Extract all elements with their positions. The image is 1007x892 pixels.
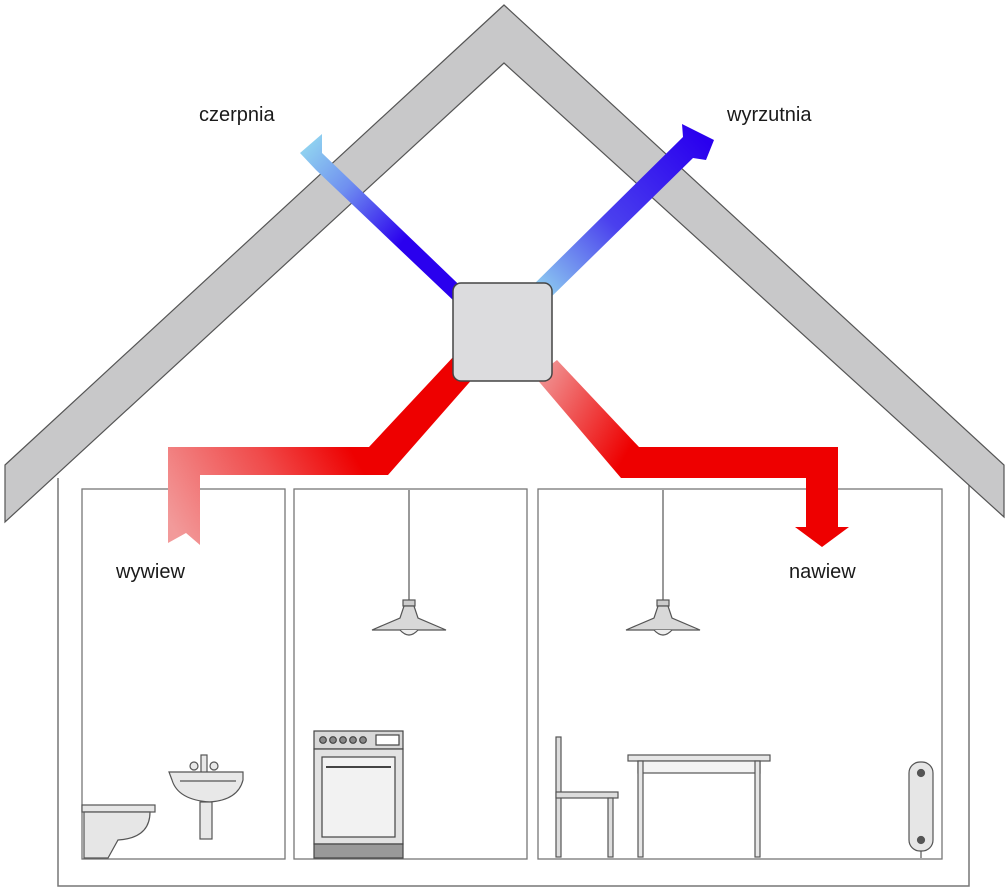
heat-recovery-unit — [452, 282, 553, 382]
room-living — [537, 488, 943, 860]
pendant-lamp-icon — [625, 490, 701, 636]
room-bathroom — [81, 488, 286, 860]
supply-label: nawiew — [789, 561, 856, 583]
intake-label: czerpnia — [199, 104, 275, 126]
intake-duct — [300, 134, 477, 302]
extract-duct — [168, 355, 475, 545]
sink-icon — [168, 754, 244, 840]
extract-label: wywiew — [116, 561, 185, 583]
house-walls — [57, 478, 970, 887]
supply-duct — [535, 360, 849, 547]
room-kitchen — [293, 488, 528, 860]
roof — [4, 4, 1005, 524]
stove-icon — [313, 730, 404, 859]
exhaust-duct — [520, 124, 714, 302]
chair-icon — [555, 736, 619, 858]
toilet-icon — [81, 804, 156, 859]
radiator-icon — [908, 761, 934, 858]
table-icon — [627, 754, 771, 858]
exhaust-label: wyrzutnia — [727, 104, 812, 126]
pendant-lamp-icon — [371, 490, 447, 636]
